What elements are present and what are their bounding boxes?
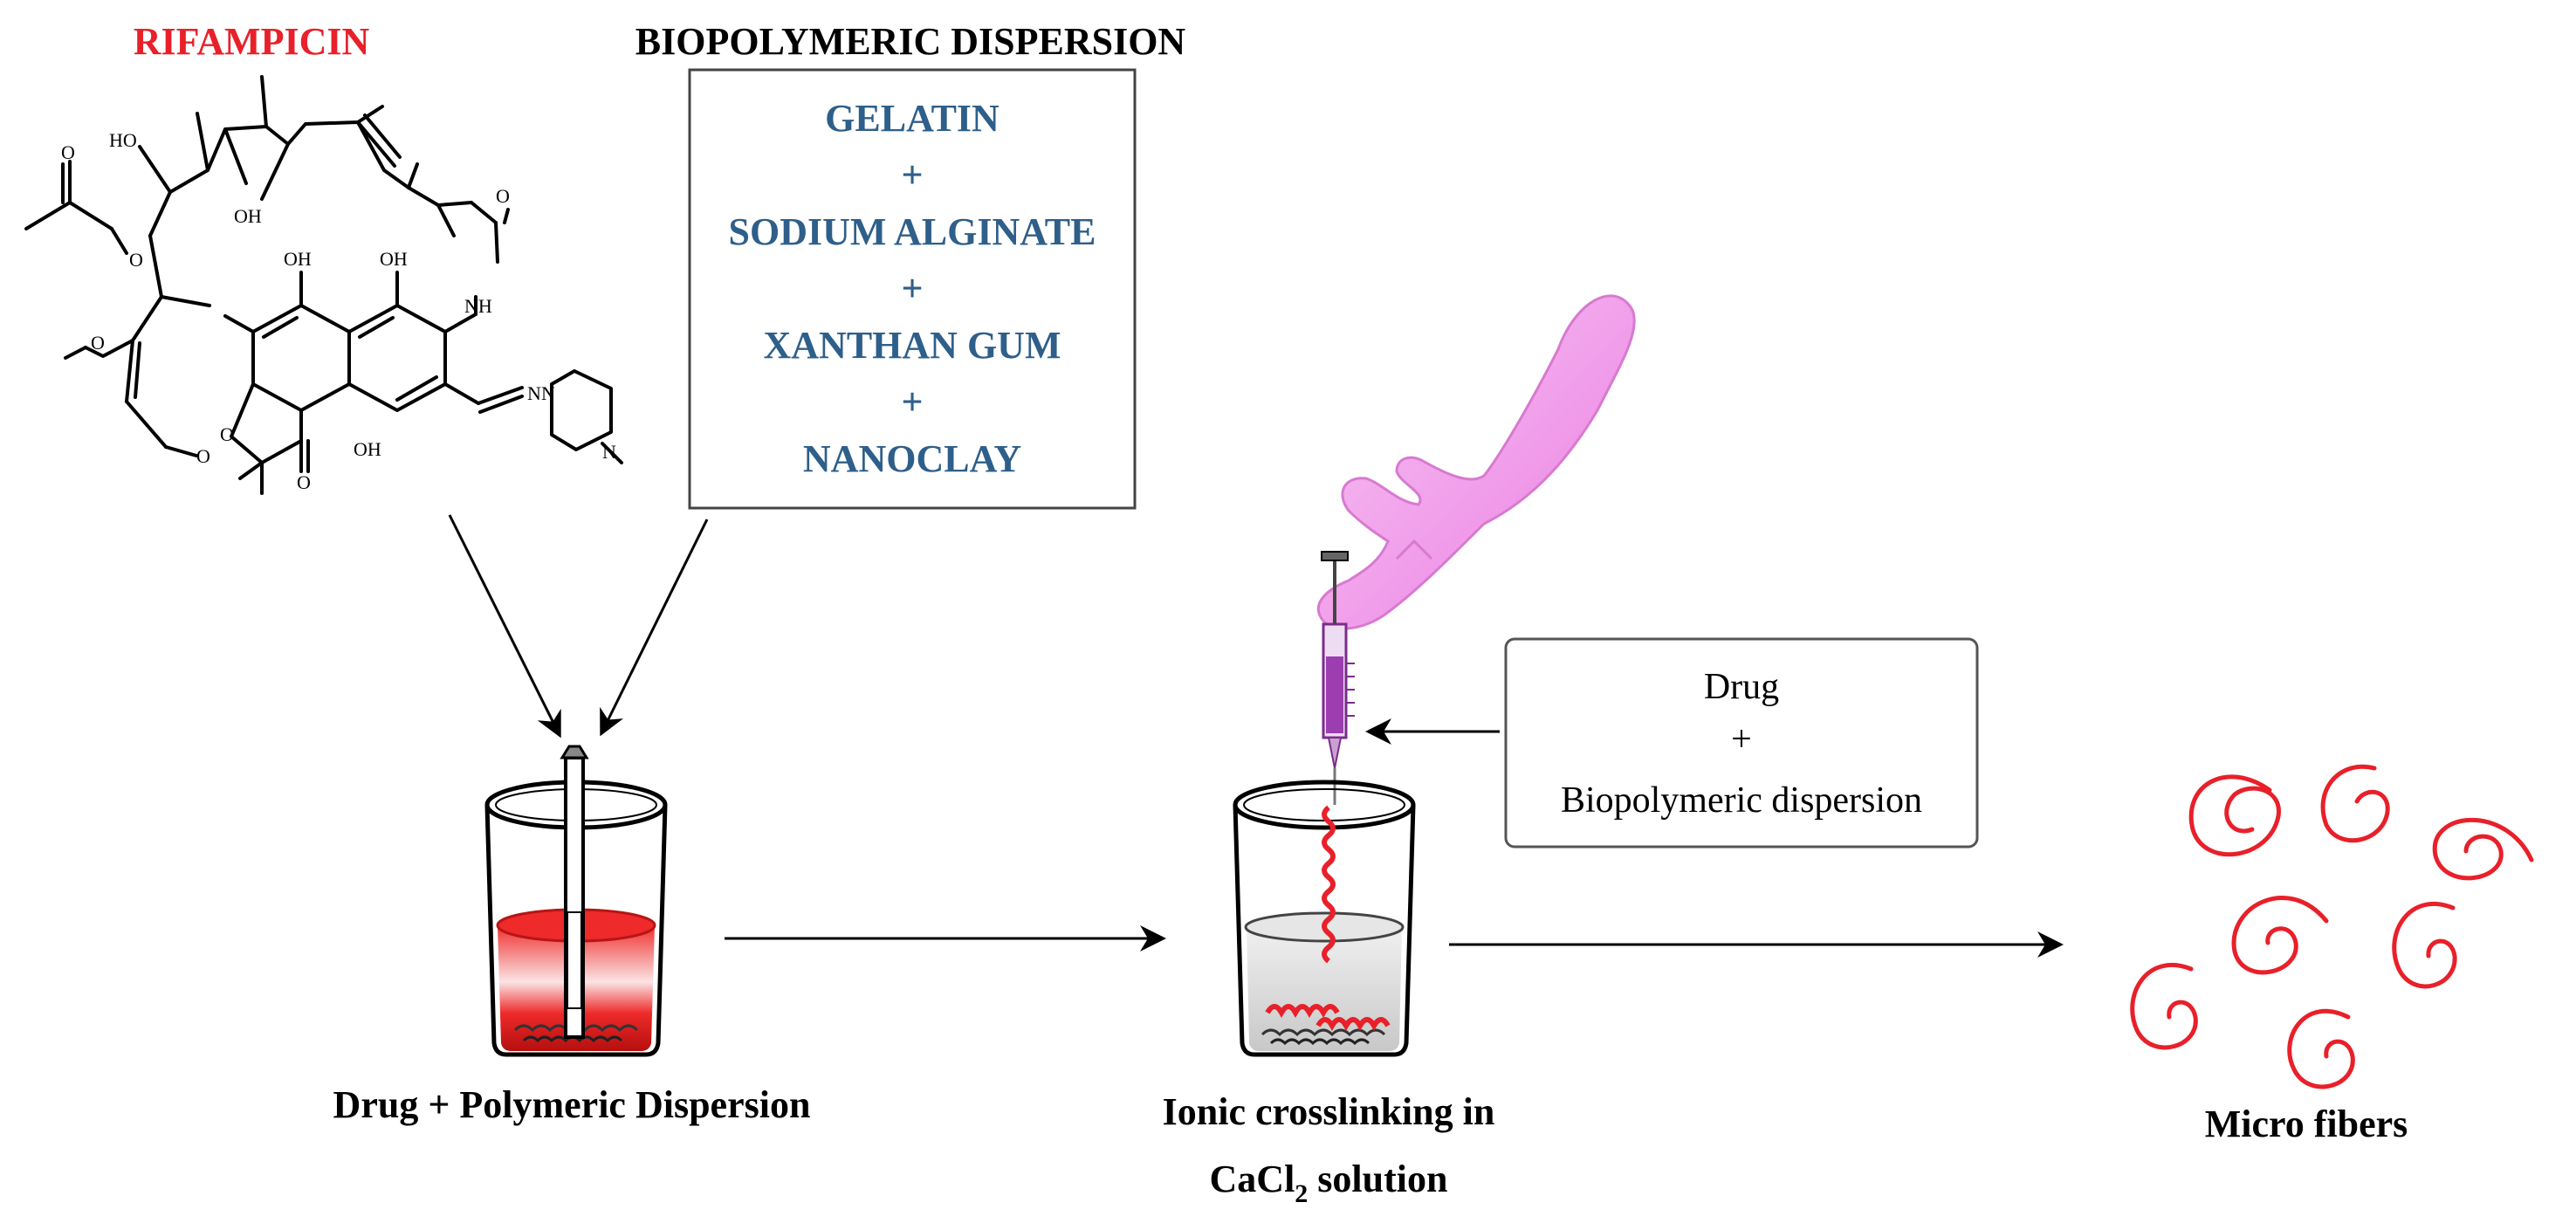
- fiber-coil-4: [2231, 896, 2329, 975]
- component-plus-2: +: [901, 267, 923, 310]
- dispersion-box: [688, 68, 1137, 510]
- step1-label: Drug + Polymeric Dispersion: [333, 1083, 811, 1126]
- atom-ho-top: HO: [109, 129, 137, 151]
- atom-n-pip1: N: [541, 382, 555, 404]
- dispersion-components: GELATIN + SODIUM ALGINATE + XANTHAN GUM …: [729, 97, 1096, 480]
- atom-nh: NH: [464, 295, 492, 317]
- injection-dispersion: Biopolymeric dispersion: [1561, 780, 1922, 821]
- atom-n-imine: N: [527, 382, 541, 404]
- atom-o-ring: O: [196, 445, 210, 467]
- component-plus-1: +: [901, 154, 923, 196]
- fiber-coil-7: [2287, 1008, 2355, 1089]
- atom-o-acetyl: O: [61, 141, 75, 163]
- fiber-coil-2: [2320, 764, 2390, 843]
- arrow-dispersion-to-beaker: [600, 519, 709, 737]
- injection-drug: Drug: [1704, 667, 1779, 707]
- atom-o-furan: O: [220, 423, 234, 445]
- atom-o-ketone: O: [297, 471, 311, 493]
- fiber-coil-6: [2130, 962, 2198, 1050]
- component-plus-3: +: [901, 381, 923, 423]
- fiber-coil-5: [2392, 901, 2457, 989]
- rifampicin-structure: [24, 75, 623, 495]
- component-xanthan-gum: XANTHAN GUM: [764, 324, 1061, 367]
- injection-label-text: Drug + Biopolymeric dispersion: [1561, 667, 1922, 821]
- step2-label-line2: CaCl2 solution: [1210, 1158, 1448, 1208]
- dispersion-title: BIOPOLYMERIC DISPERSION: [635, 20, 1186, 63]
- syringe-icon: [1321, 551, 1355, 807]
- micro-fibers: [2130, 764, 2534, 1089]
- rifampicin-atom-labels: HO OH OH OH OH NH N N N O O O O O O O: [61, 129, 616, 493]
- step2-label-line1: Ionic crosslinking in: [1163, 1090, 1495, 1133]
- component-sodium-alginate: SODIUM ALGINATE: [729, 210, 1096, 253]
- glove-hand-icon: [1316, 294, 1636, 630]
- fiber-coil-1: [2188, 774, 2281, 857]
- fiber-coil-3: [2432, 817, 2534, 881]
- step3-label: Micro fibers: [2205, 1103, 2408, 1145]
- step2-solution: solution: [1308, 1158, 1447, 1200]
- atom-oh-1: OH: [284, 248, 312, 270]
- component-nanoclay: NANOCLAY: [803, 437, 1021, 480]
- atom-oh-3: OH: [354, 438, 381, 460]
- atom-o-carbonyl: O: [129, 249, 143, 271]
- component-gelatin: GELATIN: [825, 97, 999, 140]
- beaker-drug-dispersion: [484, 745, 668, 1057]
- arrow-drug-to-beaker: [448, 514, 561, 739]
- drug-name: RIFAMPICIN: [134, 20, 370, 63]
- atom-o-methoxy: O: [91, 332, 105, 354]
- atom-oh-mid: OH: [234, 205, 262, 227]
- step2-subscript: 2: [1295, 1179, 1308, 1208]
- atom-o-amide: O: [496, 185, 510, 207]
- beaker-cacl2: [1233, 780, 1416, 1057]
- atom-oh-2: OH: [380, 248, 408, 270]
- step2-cacl: CaCl: [1210, 1158, 1295, 1200]
- injection-plus: +: [1731, 719, 1752, 759]
- injection-label-box: [1504, 637, 1979, 849]
- atom-n-pip2: N: [602, 441, 616, 463]
